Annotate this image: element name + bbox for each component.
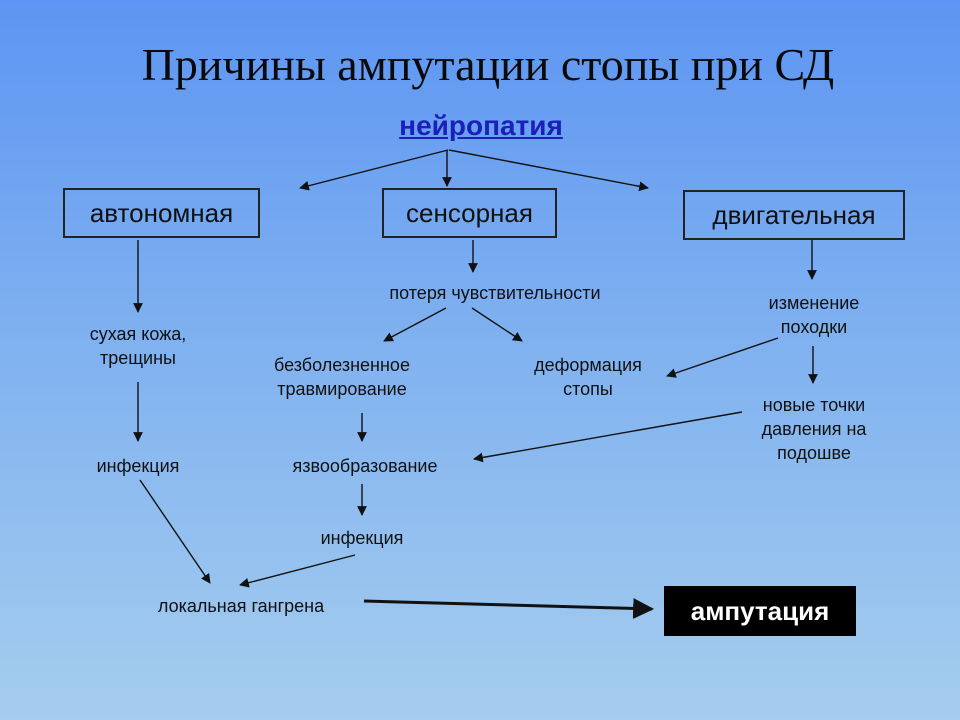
amputation-box: ампутация [664,586,856,636]
infection-center-label: инфекция [320,528,404,548]
dry-skin-label: сухая кожа, трещины [48,322,228,370]
pressure-points-label: новые точки давления на подошве [734,393,894,465]
arrow-gait-deformity [666,337,779,378]
dry-skin-line-2: трещины [99,348,176,368]
deformity-line-1: деформация [534,355,642,375]
pressure-line-3: подошве [777,443,851,463]
motor-box: двигательная [683,190,905,240]
pressure-line-2: давления на [761,419,867,439]
infection-left-label: инфекция [96,456,180,476]
painless-line-2: травмирование [277,379,407,399]
ulceration-label: язвообразование [292,456,438,476]
arrow-neuropathy-motor [448,149,649,192]
sensation-loss-label: потеря чувствительности [389,283,601,303]
arrow-pressure-ulceration [473,411,743,463]
dry-skin-line-1: сухая кожа, [89,324,187,344]
foot-deformity-label: деформация стопы [498,353,678,401]
sensory-box: сенсорная [382,188,557,238]
arrow-loss-deformity [471,307,523,342]
painless-line-1: безболезненное [274,355,410,375]
arrow-neuropathy-autonomic [299,149,449,191]
slide-title: Причины ампутации стопы при СД [141,39,835,90]
neuropathy-heading[interactable]: нейропатия [399,110,563,141]
arrow-centerinfection-gangrene [239,554,356,588]
arrow-infection-gangrene [139,479,211,584]
painless-trauma-label: безболезненное травмирование [242,353,442,401]
arrow-loss-painless [383,307,447,342]
deformity-line-2: стопы [563,379,613,399]
gait-line-1: изменение [768,293,860,313]
gait-line-2: походки [780,317,848,337]
gangrene-label: локальная гангрена [157,596,325,616]
gait-change-label: изменение походки [734,291,894,339]
pressure-line-1: новые точки [762,395,866,415]
arrow-gangrene-amputation [363,597,655,619]
autonomic-box: автономная [63,188,260,238]
